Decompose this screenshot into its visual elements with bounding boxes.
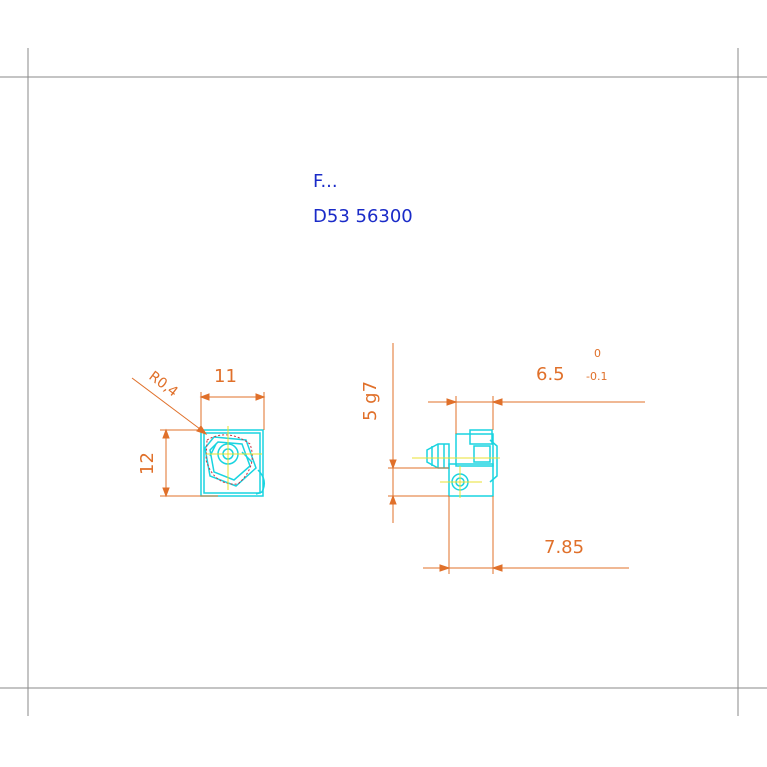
vertical-dimension [388,343,449,523]
vertical-dimension-label: 5 g7 [360,381,381,421]
width-dimension-label: 11 [214,366,237,387]
top-dimension-label: 6.5 [536,364,565,385]
radius-label: R0,4 [146,368,181,400]
bottom-dimension-label: 7.85 [544,537,584,558]
title-line-2: D53 56300 [313,206,413,227]
width-dimension [199,392,266,430]
bottom-horizontal-dimension [423,496,629,574]
title-line-1: F... [313,171,338,192]
top-horizontal-dimension [428,396,645,434]
radius-leader [131,377,208,435]
height-dimension-label: 12 [137,452,158,475]
height-dimension [160,428,218,498]
right-view: 6.5 0 -0.1 5 g7 7.85 [360,343,645,574]
left-part-hidden-detail [205,434,253,485]
right-part-outline [426,429,498,497]
left-center-lines [206,426,262,490]
right-center-lines [412,457,500,498]
top-tolerance-lower: -0.1 [586,370,607,383]
left-view: 11 12 R0,4 [131,366,266,498]
sheet-frame [0,48,767,716]
top-tolerance-upper: 0 [594,347,601,360]
left-part-outline [200,429,265,497]
